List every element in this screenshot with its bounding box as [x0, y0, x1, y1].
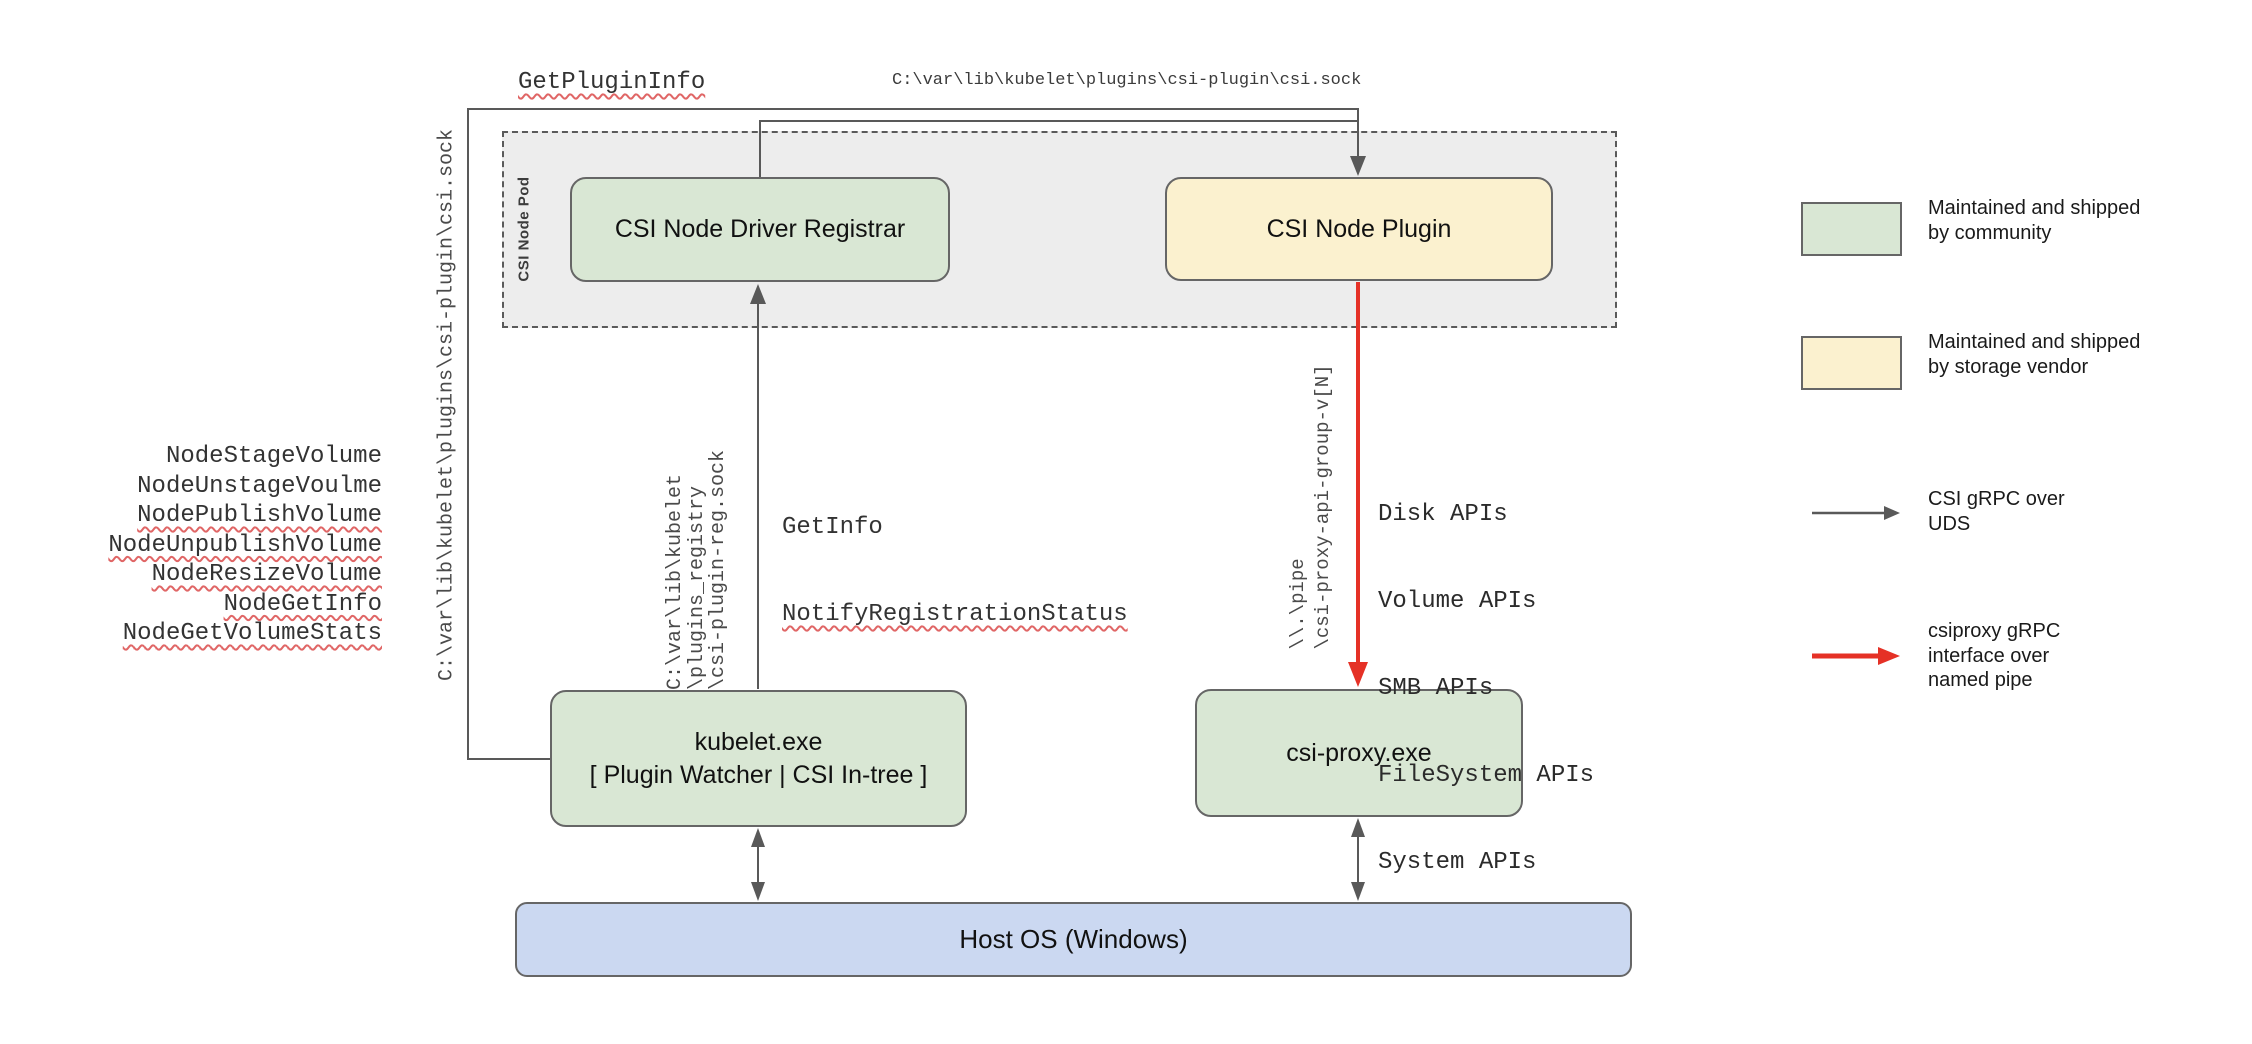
api-item: SMB APIs — [1378, 675, 1494, 702]
arrowhead-into-registrar — [750, 284, 766, 304]
legend-gray-arrow-icon — [1812, 506, 1900, 520]
arrowhead-down-hostos-left — [751, 882, 765, 901]
rpc-item: NodeGetInfo — [223, 590, 382, 618]
arrowhead-down-hostos-right — [1351, 882, 1365, 901]
api-item: System APIs — [1378, 849, 1537, 876]
kubelet-subtitle: [ Plugin Watcher | CSI In-tree ] — [589, 760, 928, 789]
legend-text-community: Maintained and shipped by community — [1928, 197, 2141, 244]
node-csi-node-plugin: CSI Node Plugin — [1165, 177, 1553, 281]
api-item: Disk APIs — [1378, 501, 1508, 528]
legend-text-vendor: Maintained and shipped by storage vendor — [1928, 331, 2141, 378]
proxy-api-list: Disk APIs Volume APIs SMB APIs FileSyste… — [1378, 442, 1594, 935]
legend-swatch-vendor — [1801, 336, 1902, 390]
arrowhead-up-csiproxy — [1351, 818, 1365, 837]
csi-node-pod-label: CSI Node Pod — [515, 176, 533, 282]
label-named-pipe-path: \\.\pipe \csi-proxy-api-group-v[N] — [1287, 364, 1334, 650]
arrowhead-into-csiproxy — [1348, 662, 1368, 687]
legend-red-arrow-icon — [1812, 647, 1900, 665]
rpc-item: NodeUnpublishVolume — [108, 531, 382, 559]
node-host-os: Host OS (Windows) — [515, 902, 1632, 977]
node-csi-proxy: csi-proxy.exe — [1195, 689, 1523, 817]
rpc-item: NodeStageVolume — [165, 443, 382, 470]
node-csi-node-driver-registrar: CSI Node Driver Registrar — [570, 177, 950, 282]
rpc-item: NodeResizeVolume — [151, 561, 382, 588]
label-csi-sock-path-left: C:\var\lib\kubelet\plugins\csi-plugin\cs… — [435, 128, 459, 682]
kubelet-title: kubelet.exe — [694, 727, 823, 756]
rpc-item: NodeGetVolumeStats — [122, 620, 382, 647]
legend-text-csiproxy-grpc: csiproxy gRPC interface over named pipe — [1928, 620, 2061, 691]
legend-text-csi-grpc-uds: CSI gRPC over UDS — [1928, 488, 2065, 535]
label-registration-sock-path: C:\var\lib\kubelet \plugins_registry \cs… — [663, 449, 730, 691]
node-kubelet: kubelet.exe [ Plugin Watcher | CSI In-tr… — [550, 690, 967, 827]
label-csi-sock-path-top: C:\var\lib\kubelet\plugins\csi-plugin\cs… — [892, 71, 1362, 90]
rpc-item: NodeUnstageVoulme — [137, 472, 382, 500]
api-item: FileSystem APIs — [1378, 762, 1595, 789]
edge-getplugininfo-kubelet-to-plugin — [467, 108, 1359, 760]
label-getinfo-block: GetInfo NotifyRegistrationStatus — [782, 455, 1128, 687]
legend-swatch-community — [1801, 202, 1902, 256]
rpc-item: NodePublishVolume — [137, 502, 382, 529]
node-rpc-list: NodeStageVolume NodeUnstageVoulme NodePu… — [60, 442, 382, 649]
arrowhead-up-kubelet — [751, 828, 765, 847]
edge-registrar-to-plugin — [759, 120, 1358, 177]
label-getinfo: GetInfo — [782, 514, 883, 541]
api-item: Volume APIs — [1378, 588, 1537, 615]
label-notifyregistrationstatus: NotifyRegistrationStatus — [782, 601, 1128, 628]
arrowhead-into-plugin — [1350, 156, 1366, 176]
label-getplugininfo: GetPluginInfo — [518, 69, 706, 96]
